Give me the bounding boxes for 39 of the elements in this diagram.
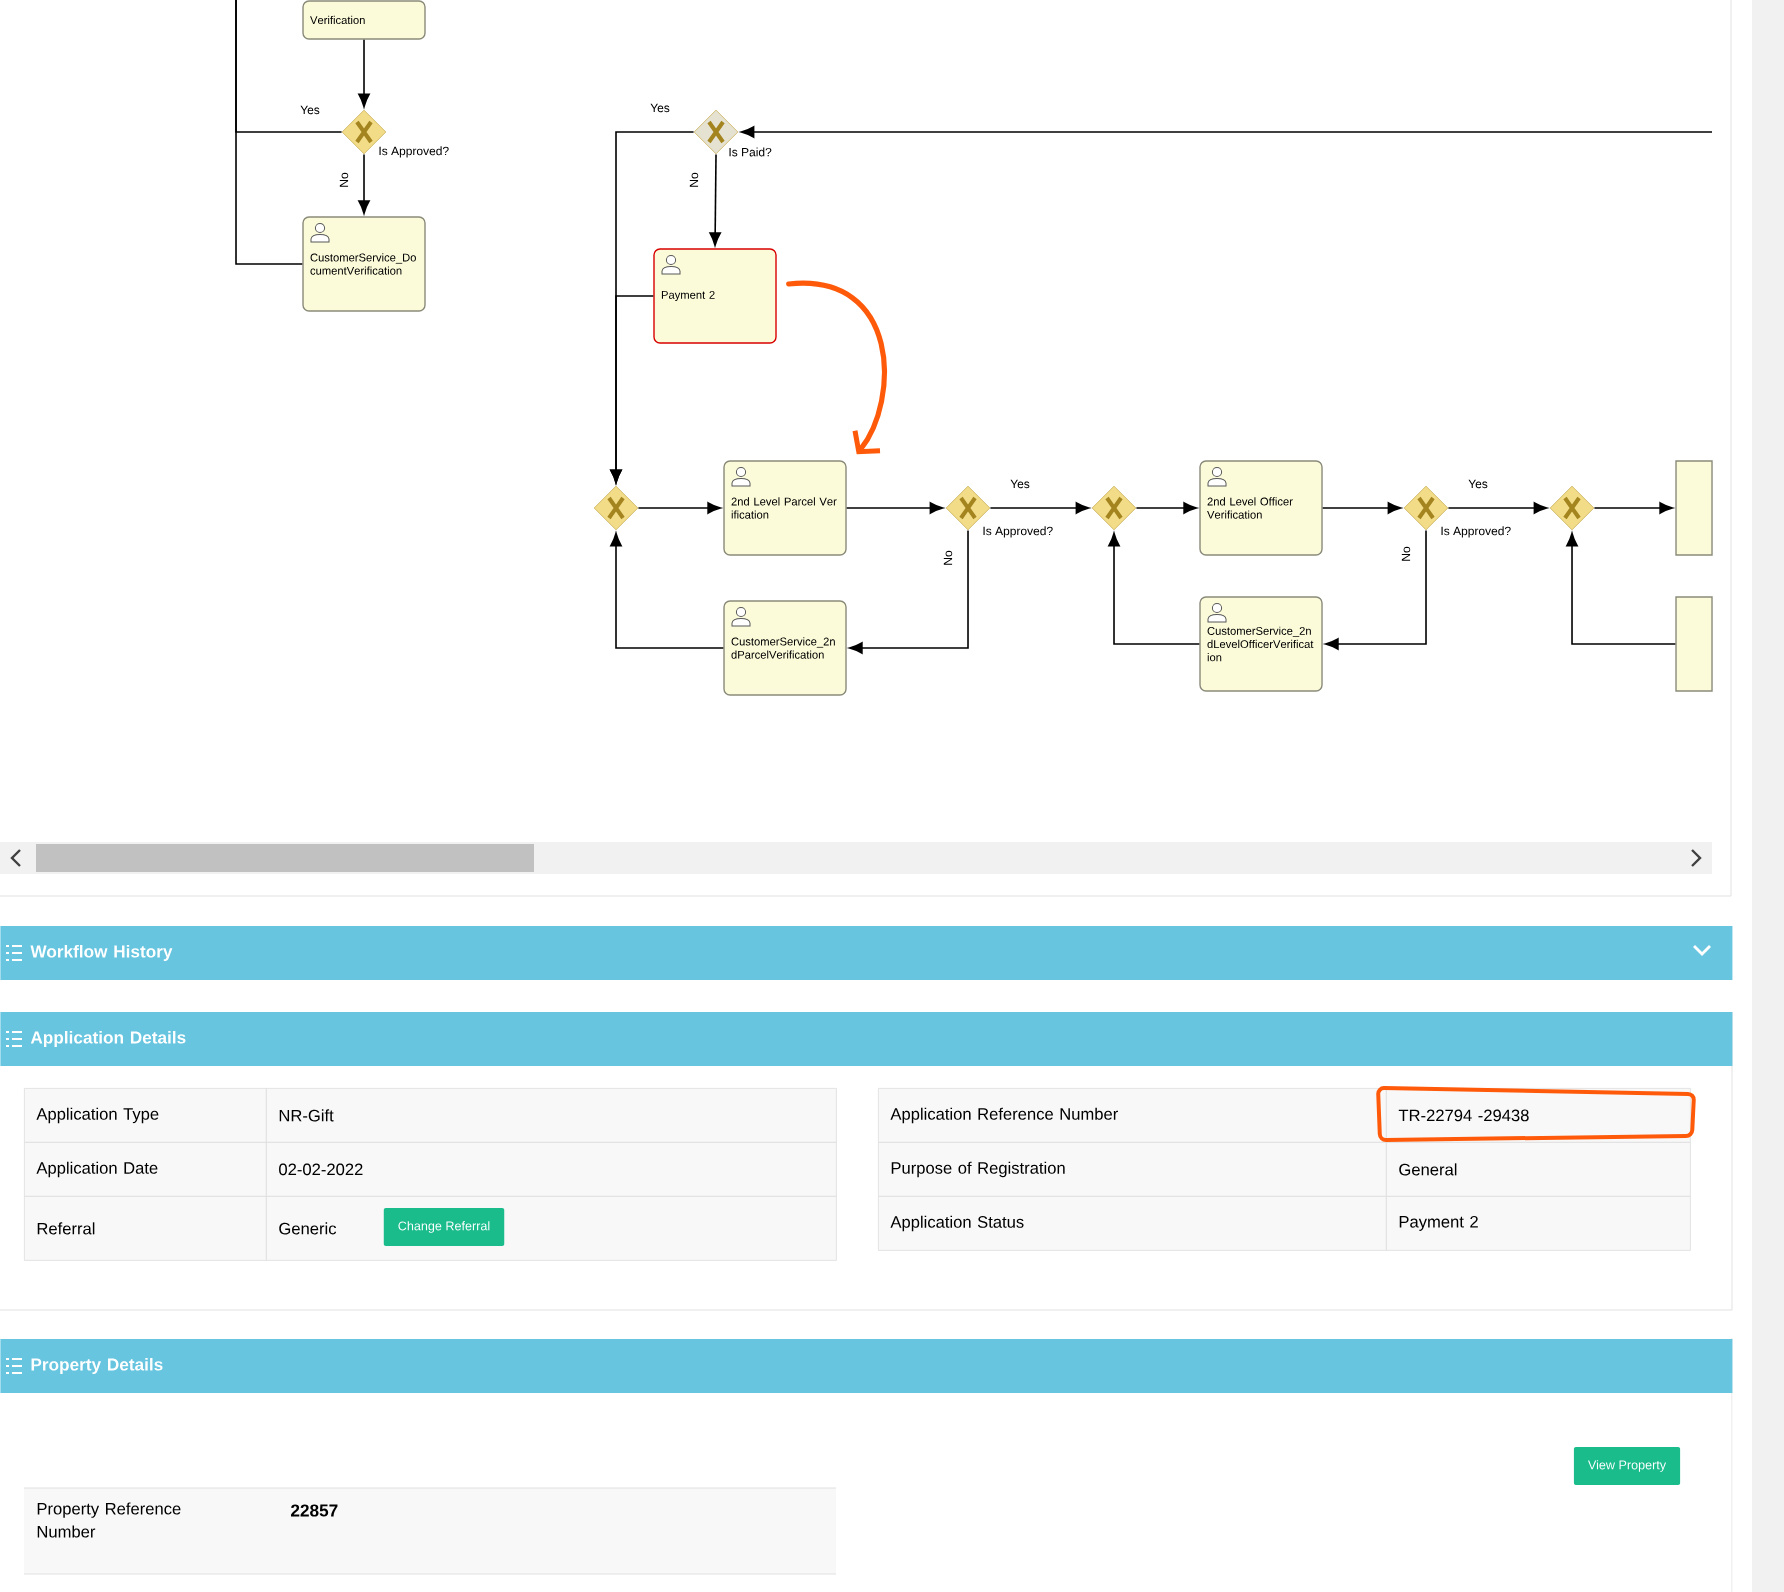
- arrow: [740, 126, 1713, 138]
- arrow: [709, 153, 721, 247]
- arrow: [989, 502, 1090, 514]
- arrow: [358, 153, 370, 215]
- arrow: [1108, 532, 1201, 645]
- arrow: [1135, 502, 1198, 514]
- gateway-diamond: [593, 485, 639, 531]
- table-cell: Application Date: [24, 1142, 267, 1197]
- table-cell: Referral: [24, 1196, 267, 1261]
- table-cell: Payment 2: [1386, 1196, 1691, 1251]
- section-header: Property Details: [0, 1339, 1733, 1393]
- arrow: [1325, 529, 1427, 650]
- arrow: [610, 295, 655, 484]
- table-cell: Application Type: [24, 1088, 267, 1143]
- arrow: [637, 502, 722, 514]
- gateway-diamond: [1549, 485, 1595, 531]
- table-cell: Property Reference Number: [37, 1502, 181, 1538]
- table-cell: Purpose of Registration: [878, 1142, 1387, 1197]
- arrow: [1566, 532, 1677, 645]
- table-cell: 22857: [291, 1504, 338, 1517]
- arrow: [1593, 502, 1674, 514]
- arrow: [848, 529, 969, 654]
- annotation-arrow: [786, 281, 887, 455]
- section-header: Workflow History: [0, 926, 1733, 980]
- arrow: [1321, 502, 1402, 514]
- section-header: Application Details: [0, 1012, 1733, 1066]
- table-cell: Application Reference Number: [878, 1088, 1387, 1143]
- gateway-diamond: [693, 109, 739, 155]
- arrow: [845, 502, 944, 514]
- table-cell: Application Status: [878, 1196, 1387, 1251]
- task-box: [1675, 596, 1713, 692]
- arrow: [358, 38, 370, 108]
- arrow: [610, 532, 725, 649]
- task-box: [1675, 460, 1713, 556]
- arrow: [1447, 502, 1548, 514]
- gateway-diamond: [1091, 485, 1137, 531]
- table-cell: General: [1386, 1142, 1691, 1197]
- connector-line: [235, 0, 304, 265]
- gateway-diamond: [341, 109, 387, 155]
